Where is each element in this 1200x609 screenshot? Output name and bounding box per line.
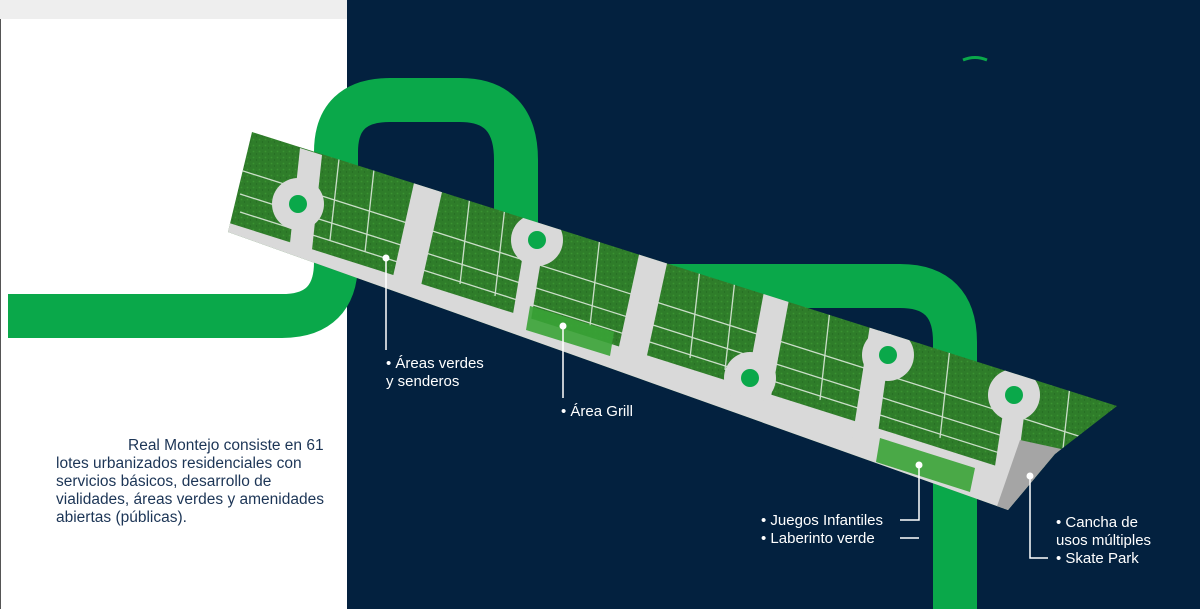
leader-juegos — [900, 465, 920, 521]
leader-cancha — [1029, 476, 1048, 559]
dot-juegos — [915, 461, 923, 469]
callout-areas-verdes: • Áreas verdes y senderos — [386, 355, 484, 391]
small-arc — [962, 56, 988, 62]
dot-area-grill — [559, 322, 567, 330]
callout-area-grill: • Área Grill — [561, 403, 633, 421]
lot-strip — [228, 132, 1117, 510]
callout-juegos-line2: • Laberinto verde — [761, 530, 875, 547]
callout-cancha-line2: usos múltiples — [1056, 532, 1152, 549]
dot-cancha — [1026, 472, 1034, 480]
callout-juegos: • Juegos Infantiles • Laberinto verde — [761, 512, 883, 548]
callout-areas-verdes-line1: • Áreas verdes — [386, 355, 484, 372]
callout-cancha: • Cancha de usos múltiples • Skate Park — [1056, 514, 1151, 568]
dot-areas-verdes — [382, 254, 390, 262]
callout-cancha-line3: • Skate Park — [1056, 550, 1139, 567]
callout-area-grill-line1: • Área Grill — [561, 403, 633, 420]
callout-areas-verdes-line2: y senderos — [386, 373, 460, 390]
intro-paragraph: Real Montejo consiste en 61 lotes urbani… — [56, 437, 324, 526]
top-strip — [0, 0, 347, 19]
callout-cancha-line1: • Cancha de — [1056, 514, 1138, 531]
callout-juegos-line1: • Juegos Infantiles — [761, 512, 883, 529]
